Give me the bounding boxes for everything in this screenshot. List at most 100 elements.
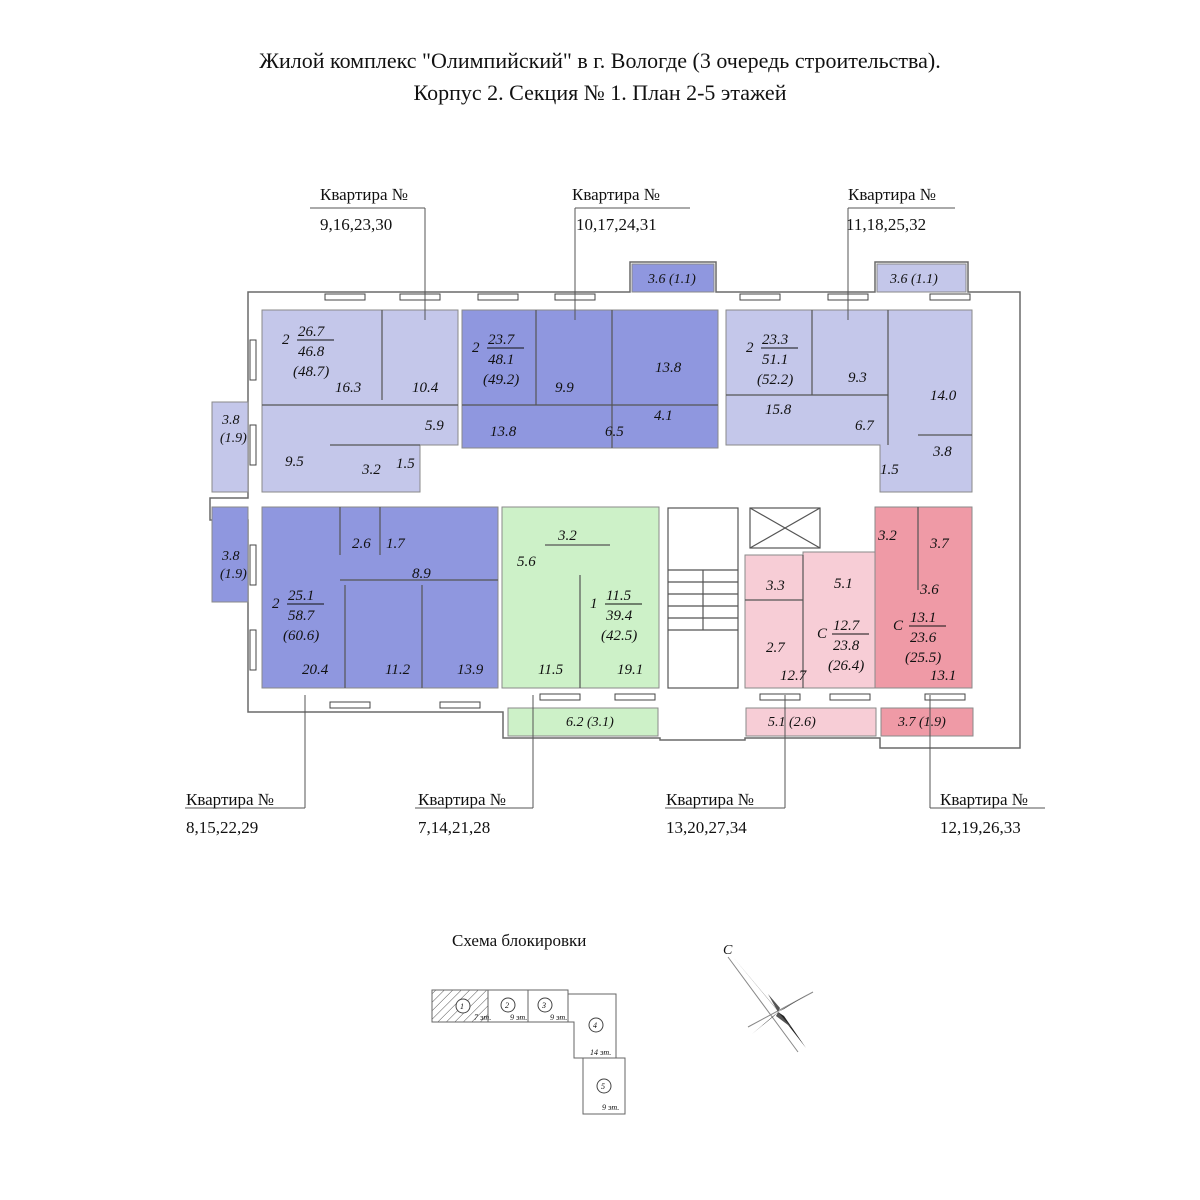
apartment-labels: Квартира № 9,16,23,30 Квартира № 10,17,2… [186, 185, 1028, 837]
apt-8-total: 58.7 [288, 608, 316, 624]
room-area: 1.7 [386, 536, 406, 552]
apartment-10-balcony[interactable] [631, 263, 715, 293]
apartment-10-fill[interactable] [461, 309, 719, 449]
apt-13-total: 23.8 [833, 638, 860, 654]
room-areas: 16.3 10.4 5.9 9.5 3.2 1.5 3.8 (1.9) 9.9 … [220, 272, 957, 730]
apt-7-rooms: 1 [590, 596, 598, 612]
apt-7-caption: Квартира № [418, 790, 506, 809]
section-4-number: 4 [593, 1021, 597, 1030]
apartment-8-balcony[interactable] [211, 506, 249, 603]
room-area: 3.2 [361, 462, 381, 478]
room-area: 16.3 [335, 380, 361, 396]
room-area: 19.1 [617, 662, 643, 678]
room-area: 2.6 [352, 536, 371, 552]
apt-10-caption: Квартира № [572, 185, 660, 204]
blocking-scheme: Схема блокировки 1 7 эт. 2 9 эт. 3 9 эт.… [431, 931, 626, 1115]
section-5-floors: 9 эт. [602, 1103, 619, 1112]
apartment-12-fill[interactable] [874, 506, 973, 689]
apt-12-living: 13.1 [910, 610, 936, 626]
section-1-floors: 7 эт. [474, 1013, 491, 1022]
apt-11-numbers: 11,18,25,32 [846, 215, 926, 234]
apartment-area-info: 2 26.7 46.8 (48.7) 2 23.7 48.1 (49.2) 2 … [272, 324, 946, 674]
apartment-11-balcony[interactable] [876, 263, 967, 293]
balcony-area: 3.8 [221, 549, 240, 564]
apt-8-living: 25.1 [288, 588, 314, 604]
room-area: 13.9 [457, 662, 484, 678]
balcony-area: 3.8 [221, 413, 240, 428]
room-area: 13.1 [930, 668, 956, 684]
section-3-floors: 9 эт. [550, 1013, 567, 1022]
plan-title: Жилой комплекс "Олимпийский" в г. Вологд… [259, 48, 941, 73]
apt-12-numbers: 12,19,26,33 [940, 818, 1021, 837]
apt-13-total-balcony: (26.4) [828, 658, 864, 674]
apt-10-total-balcony: (49.2) [483, 372, 519, 388]
balcony-area: 5.1 (2.6) [768, 715, 816, 730]
room-area: 11.2 [385, 662, 411, 678]
apt-7-numbers: 7,14,21,28 [418, 818, 490, 837]
balcony-area: 6.2 (3.1) [566, 715, 614, 730]
apt-8-numbers: 8,15,22,29 [186, 818, 258, 837]
apartment-13-balcony[interactable] [745, 707, 877, 737]
room-area: 9.5 [285, 454, 304, 470]
room-area: 3.7 [929, 536, 950, 552]
room-area: 5.1 [834, 576, 853, 592]
room-area: 3.6 [919, 582, 939, 598]
section-1-number: 1 [460, 1002, 464, 1011]
balcony-area: 3.6 (1.1) [647, 272, 696, 287]
apartment-12-balcony[interactable] [880, 707, 974, 737]
balcony-area: 3.6 (1.1) [889, 272, 938, 287]
apartment-11-fill[interactable] [725, 309, 973, 493]
apartment-9-balcony[interactable] [211, 401, 249, 493]
section-2-number: 2 [505, 1001, 509, 1010]
room-area: 1.5 [880, 462, 899, 478]
apt-13-numbers: 13,20,27,34 [666, 818, 747, 837]
room-area: 2.7 [766, 640, 786, 656]
room-area: 11.5 [538, 662, 564, 678]
apt-7-total: 39.4 [605, 608, 633, 624]
section-3-number: 3 [541, 1001, 546, 1010]
apt-7-total-balcony: (42.5) [601, 628, 637, 644]
room-area: 6.7 [855, 418, 875, 434]
plan-subtitle: Корпус 2. Секция № 1. План 2-5 этажей [413, 80, 787, 105]
apt-11-total: 51.1 [762, 352, 788, 368]
room-area: 13.8 [655, 360, 682, 376]
apt-9-numbers: 9,16,23,30 [320, 215, 392, 234]
apt-9-rooms: 2 [282, 332, 290, 348]
scheme-title: Схема блокировки [452, 931, 586, 950]
room-area: 3.2 [877, 528, 897, 544]
apt-12-caption: Квартира № [940, 790, 1028, 809]
room-area: 14.0 [930, 388, 957, 404]
balcony-coef: (1.9) [220, 431, 247, 446]
apt-12-rooms: С [893, 618, 904, 634]
apt-13-living: 12.7 [833, 618, 861, 634]
apt-12-total-balcony: (25.5) [905, 650, 941, 666]
room-area: 6.5 [605, 424, 624, 440]
apt-8-total-balcony: (60.6) [283, 628, 319, 644]
room-area: 5.9 [425, 418, 444, 434]
room-area: 10.4 [412, 380, 439, 396]
room-area: 4.1 [654, 408, 673, 424]
room-area: 8.9 [412, 566, 431, 582]
apt-7-living: 11.5 [606, 588, 632, 604]
room-area: 5.6 [517, 554, 536, 570]
apt-8-rooms: 2 [272, 596, 280, 612]
balcony-area: 3.7 (1.9) [897, 715, 946, 730]
apt-11-living: 23.3 [762, 332, 788, 348]
room-area: 3.2 [557, 528, 577, 544]
room-area: 20.4 [302, 662, 329, 678]
apt-9-caption: Квартира № [320, 185, 408, 204]
apt-11-total-balcony: (52.2) [757, 372, 793, 388]
section-2-floors: 9 эт. [510, 1013, 527, 1022]
apt-10-living: 23.7 [488, 332, 516, 348]
room-area: 3.8 [932, 444, 952, 460]
partitions [262, 310, 972, 688]
apt-10-numbers: 10,17,24,31 [576, 215, 657, 234]
room-area: 15.8 [765, 402, 792, 418]
section-4-floors: 14 эт. [590, 1048, 611, 1057]
room-area: 12.7 [780, 668, 808, 684]
compass-icon: С [723, 943, 814, 1053]
apt-13-caption: Квартира № [666, 790, 754, 809]
apt-12-total: 23.6 [910, 630, 937, 646]
apt-8-caption: Квартира № [186, 790, 274, 809]
